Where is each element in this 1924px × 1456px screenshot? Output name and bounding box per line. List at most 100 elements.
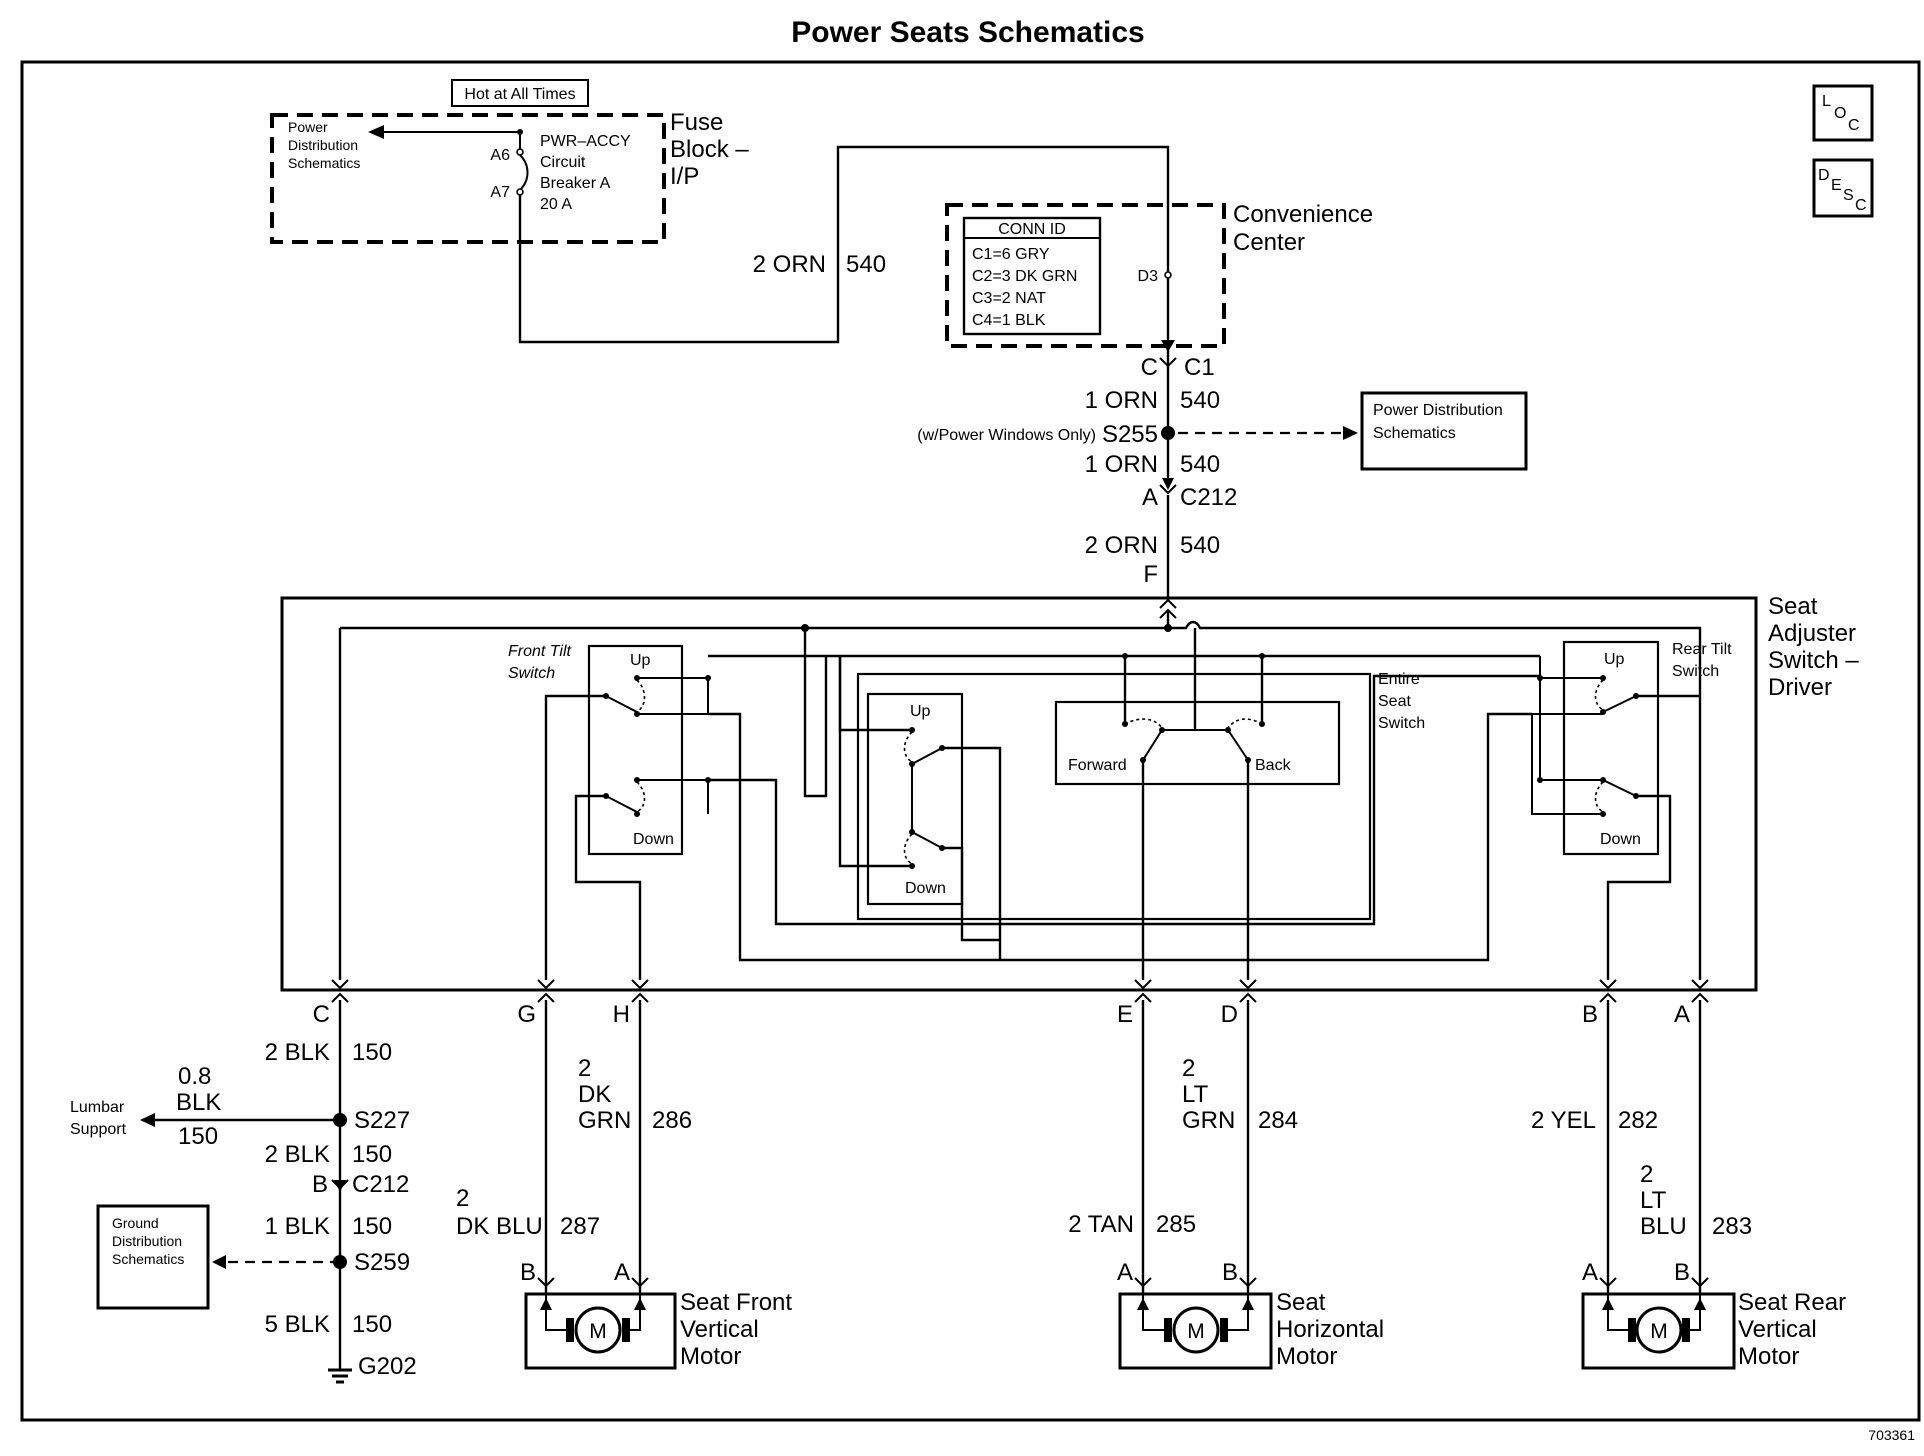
svg-text:540: 540 — [1180, 532, 1220, 559]
splice-s259 — [333, 1255, 347, 1269]
entire-seat-label: Entire Seat Switch — [1378, 671, 1425, 732]
svg-text:150: 150 — [352, 1311, 392, 1338]
svg-text:284: 284 — [1258, 1107, 1298, 1134]
svg-text:2 ORN: 2 ORN — [753, 251, 826, 278]
svg-text:C1=6 GRY: C1=6 GRY — [972, 246, 1050, 263]
svg-text:G: G — [517, 1001, 536, 1028]
svg-text:0.8 BLK: 0.8 BLK — [176, 1063, 221, 1116]
svg-text:B: B — [1582, 1001, 1598, 1028]
svg-text:2 BLK: 2 BLK — [265, 1141, 330, 1168]
svg-text:A7: A7 — [490, 184, 510, 201]
arrow-head — [368, 125, 384, 139]
svg-text:287: 287 — [560, 1213, 600, 1240]
svg-text:C: C — [1855, 197, 1867, 214]
ground-symbol — [328, 1368, 352, 1384]
svg-text:Up: Up — [1604, 651, 1625, 668]
breaker-label: PWR–ACCY Circuit Breaker A 20 A — [540, 133, 635, 213]
svg-text:F: F — [1143, 561, 1158, 588]
seat-switch-title: Seat Adjuster Switch – Driver — [1768, 593, 1865, 701]
svg-text:A6: A6 — [490, 147, 510, 164]
page-title: Power Seats Schematics — [791, 16, 1145, 49]
svg-text:2 DK BLU: 2 DK BLU — [456, 1185, 543, 1240]
wire-540-feed — [518, 145, 1170, 344]
svg-text:H: H — [613, 1001, 630, 1028]
svg-text:2 LT BLU: 2 LT BLU — [1640, 1161, 1687, 1240]
fuse-block-title: Fuse Block – I/P — [670, 109, 755, 190]
svg-text:Down: Down — [905, 880, 946, 897]
seat-adjuster-switch — [280, 596, 1758, 992]
front-tilt-label: Front Tilt Switch — [508, 643, 575, 682]
power-distribution-ref-2[interactable]: Power Distribution Schematics — [1360, 391, 1528, 471]
seat-rear-vertical-motor: M — [1581, 1292, 1736, 1370]
svg-text:C: C — [1141, 354, 1158, 381]
svg-text:S255: S255 — [1102, 421, 1158, 448]
switch-bottom-pins — [331, 979, 1709, 990]
svg-text:283: 283 — [1712, 1213, 1752, 1240]
svg-text:286: 286 — [652, 1107, 692, 1134]
svg-text:M: M — [589, 1320, 607, 1343]
hot-at-all-times-label: Hot at All Times — [451, 79, 589, 107]
svg-text:2 TAN: 2 TAN — [1068, 1211, 1134, 1238]
svg-text:B: B — [1674, 1259, 1690, 1286]
loc-icon[interactable]: L O C — [1812, 84, 1874, 142]
svg-text:1 ORN: 1 ORN — [1085, 387, 1158, 414]
ground-distribution-ref[interactable]: Ground Distribution Schematics — [96, 1204, 210, 1310]
svg-text:B: B — [520, 1259, 536, 1286]
svg-text:150: 150 — [178, 1123, 218, 1150]
splice-s227 — [333, 1113, 347, 1127]
svg-text:Power Distribution Schem: Power Distribution Schematics — [1373, 402, 1507, 442]
svg-text:A: A — [1674, 1001, 1690, 1028]
entire-seat-vertical-switch[interactable] — [866, 692, 964, 906]
svg-text:A: A — [1582, 1259, 1598, 1286]
svg-text:1 ORN: 1 ORN — [1085, 451, 1158, 478]
svg-text:Forward: Forward — [1068, 757, 1127, 774]
svg-text:2 DK GRN: 2 DK GRN — [578, 1055, 631, 1134]
rear-tilt-switch[interactable] — [1562, 640, 1660, 856]
svg-text:540: 540 — [1180, 451, 1220, 478]
svg-text:A: A — [614, 1259, 630, 1286]
circuit-breaker-symbol — [519, 154, 529, 191]
desc-icon[interactable]: D E S C — [1812, 158, 1874, 218]
seat-horizontal-motor-label: Seat Horizontal Motor — [1276, 1289, 1391, 1370]
svg-text:A: A — [1117, 1259, 1133, 1286]
svg-text:282: 282 — [1618, 1107, 1658, 1134]
svg-text:D: D — [1818, 167, 1830, 184]
svg-text:Down: Down — [633, 831, 674, 848]
svg-text:1 BLK: 1 BLK — [265, 1213, 330, 1240]
svg-text:Up: Up — [910, 703, 931, 720]
svg-text:Back: Back — [1255, 757, 1292, 774]
figure-number: 703361 — [1868, 1427, 1915, 1443]
lumbar-support-ref[interactable]: Lumbar Support — [70, 1099, 129, 1138]
svg-text:E: E — [1831, 177, 1842, 194]
svg-text:Hot at All Times: Hot at All Times — [464, 86, 575, 103]
power-distribution-ref[interactable]: Power Distribution Schematics — [288, 119, 362, 171]
svg-text:D: D — [1221, 1001, 1238, 1028]
svg-text:E: E — [1117, 1001, 1133, 1028]
svg-text:B: B — [312, 1171, 328, 1198]
svg-text:S: S — [1843, 187, 1854, 204]
svg-text:Up: Up — [630, 652, 651, 669]
svg-text:150: 150 — [352, 1213, 392, 1240]
convenience-center — [945, 203, 1226, 348]
svg-text:CONN ID: CONN ID — [998, 221, 1066, 238]
entire-seat-switch-box — [856, 672, 1372, 921]
svg-text:150: 150 — [352, 1039, 392, 1066]
svg-text:2 BLK: 2 BLK — [265, 1039, 330, 1066]
seat-front-vertical-motor-label: Seat Front Vertical Motor — [680, 1289, 799, 1370]
svg-text:540: 540 — [846, 251, 886, 278]
svg-text:D3: D3 — [1138, 268, 1159, 285]
seat-rear-vertical-motor-label: Seat Rear Vertical Motor — [1738, 1289, 1853, 1370]
svg-text:C212: C212 — [1180, 484, 1237, 511]
splice-s255 — [1161, 426, 1175, 440]
svg-text:L: L — [1822, 93, 1831, 110]
forward-back-switch[interactable] — [1054, 700, 1341, 786]
svg-text:Down: Down — [1600, 831, 1641, 848]
front-tilt-switch[interactable] — [587, 644, 684, 856]
svg-text:2 YEL: 2 YEL — [1531, 1107, 1596, 1134]
svg-text:2 LT GRN: 2 LT GRN — [1182, 1055, 1235, 1134]
svg-text:M: M — [1187, 1320, 1205, 1343]
svg-text:G202: G202 — [358, 1353, 417, 1380]
svg-text:C: C — [313, 1001, 330, 1028]
svg-text:C: C — [1848, 117, 1860, 134]
